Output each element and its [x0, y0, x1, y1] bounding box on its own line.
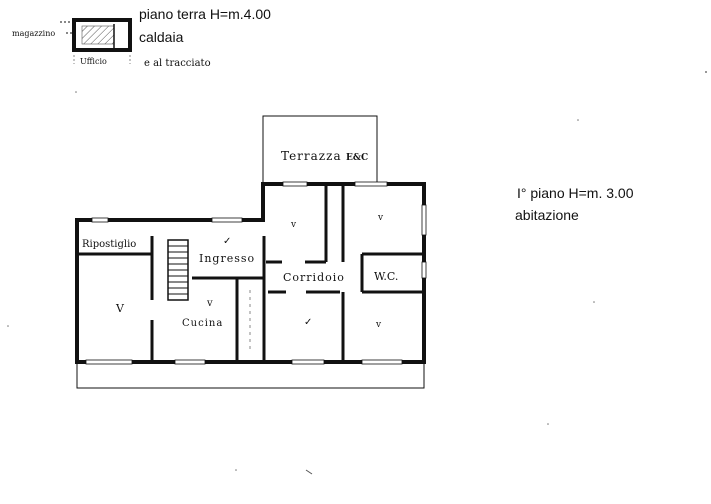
window-south-kitchen	[174, 359, 206, 365]
first-floor-use: abitazione	[515, 207, 579, 223]
staircase	[167, 239, 189, 301]
legend: magazzino Ufficio piano terra H=m.4.00 c…	[12, 6, 271, 69]
room-label-terrazza-suffix: E&C	[346, 153, 368, 163]
window-south-bedroom	[291, 359, 325, 365]
window-top-bedroom-right	[354, 181, 388, 187]
window-ripostiglio	[91, 217, 109, 223]
room-mark-bedroom-bottom-right: v	[375, 320, 382, 330]
window-east-bedroom	[421, 204, 427, 236]
window-south-room	[361, 359, 403, 365]
room-mark-bedroom-top-right: v	[377, 213, 384, 223]
legend-faded-note: e al tracciato	[144, 58, 211, 69]
room-mark-living: V	[115, 302, 125, 315]
terrace-outline	[262, 115, 378, 184]
first-floor-caption: I° piano H=m. 3.00 abitazione	[515, 185, 634, 223]
legend-magazzino-hatch	[81, 25, 115, 45]
interior-walls	[79, 186, 424, 360]
window-top-bedroom-left	[282, 181, 308, 187]
room-label-cucina: Cucina	[182, 318, 223, 329]
window-south-living	[85, 359, 133, 365]
legend-ufficio-label: Ufficio	[80, 57, 107, 66]
legend-building-outline	[72, 18, 132, 52]
room-label-ingresso: Ingresso	[199, 252, 255, 265]
room-mark-ingresso: ✓	[223, 236, 231, 247]
legend-caldaia-line: caldaia	[139, 29, 184, 45]
outer-walls	[75, 182, 426, 364]
room-label-corridoio: Corridoio	[283, 271, 345, 284]
first-floor-title: I° piano H=m. 3.00	[517, 185, 634, 201]
room-label-wc: W.C.	[374, 270, 398, 283]
room-label-terrazza: Terrazza	[281, 149, 342, 163]
legend-magazzino-label: magazzino	[12, 29, 55, 38]
windows	[85, 181, 427, 365]
room-mark-bedroom-bottom-left: ✓	[304, 317, 312, 328]
legend-ground-floor-line: piano terra H=m.4.00	[139, 6, 271, 22]
window-wc	[421, 261, 427, 279]
window-ingresso	[211, 217, 243, 223]
lower-balcony-outline	[76, 362, 425, 389]
room-mark-bedroom-top-left: v	[290, 220, 297, 230]
room-mark-cucina: v	[206, 298, 213, 309]
floor-plan: Terrazza E&C Ripostiglio Ingresso Corrid…	[75, 115, 427, 389]
room-label-ripostiglio: Ripostiglio	[82, 239, 136, 250]
scan-specks	[7, 71, 707, 475]
